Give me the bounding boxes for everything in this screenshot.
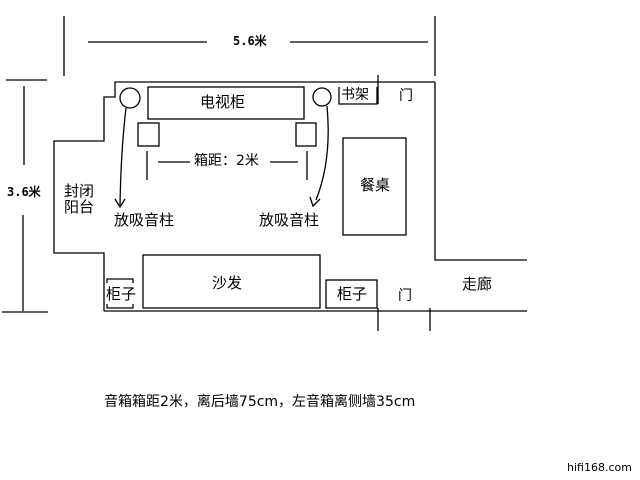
left-cabinet-top	[106, 278, 134, 283]
right-cabinet	[325, 279, 378, 309]
left-speaker-box	[137, 122, 160, 147]
corridor-label: 走廊	[462, 275, 493, 293]
door-top-label: 门	[399, 88, 413, 104]
speaker-spacing-label: 箱距：2米	[194, 153, 259, 169]
left-cabinet-bottom	[106, 304, 134, 309]
left-acoustic-column-note: 放吸音柱	[114, 211, 175, 229]
right-cabinet-label: 柜子	[337, 285, 368, 303]
right-speaker-round	[312, 87, 332, 107]
balcony-label-line2: 阳台	[64, 198, 95, 216]
left-arrow	[119, 107, 127, 206]
sofa-label: 沙发	[212, 274, 243, 292]
width-dimension-label: 5.6米	[233, 34, 267, 48]
caption: 音箱箱距2米，离后墙75cm，左音箱离侧墙35cm	[104, 394, 416, 410]
left-speaker-round	[119, 87, 141, 109]
height-dimension-label: 3.6米	[7, 185, 41, 199]
right-speaker-box	[295, 122, 317, 147]
balcony-label-line1: 封闭	[64, 182, 95, 200]
right-arrow	[315, 105, 329, 201]
bookshelf-label: 书架	[341, 87, 369, 103]
door-bottom-label: 门	[398, 288, 412, 304]
watermark: hifi168.com	[567, 461, 632, 474]
room-wall-right	[434, 82, 527, 261]
right-acoustic-column-note: 放吸音柱	[259, 211, 320, 229]
bookshelf	[338, 87, 378, 105]
right-arrowhead	[309, 196, 321, 208]
tv-cabinet	[147, 86, 305, 120]
left-cabinet-label: 柜子	[106, 285, 137, 303]
sofa	[142, 254, 321, 309]
room-wall-left	[53, 81, 435, 311]
tv-cabinet-label: 电视柜	[200, 93, 246, 111]
left-arrowhead	[114, 198, 126, 209]
dining-table	[342, 137, 407, 236]
dining-table-label: 餐桌	[360, 176, 391, 194]
